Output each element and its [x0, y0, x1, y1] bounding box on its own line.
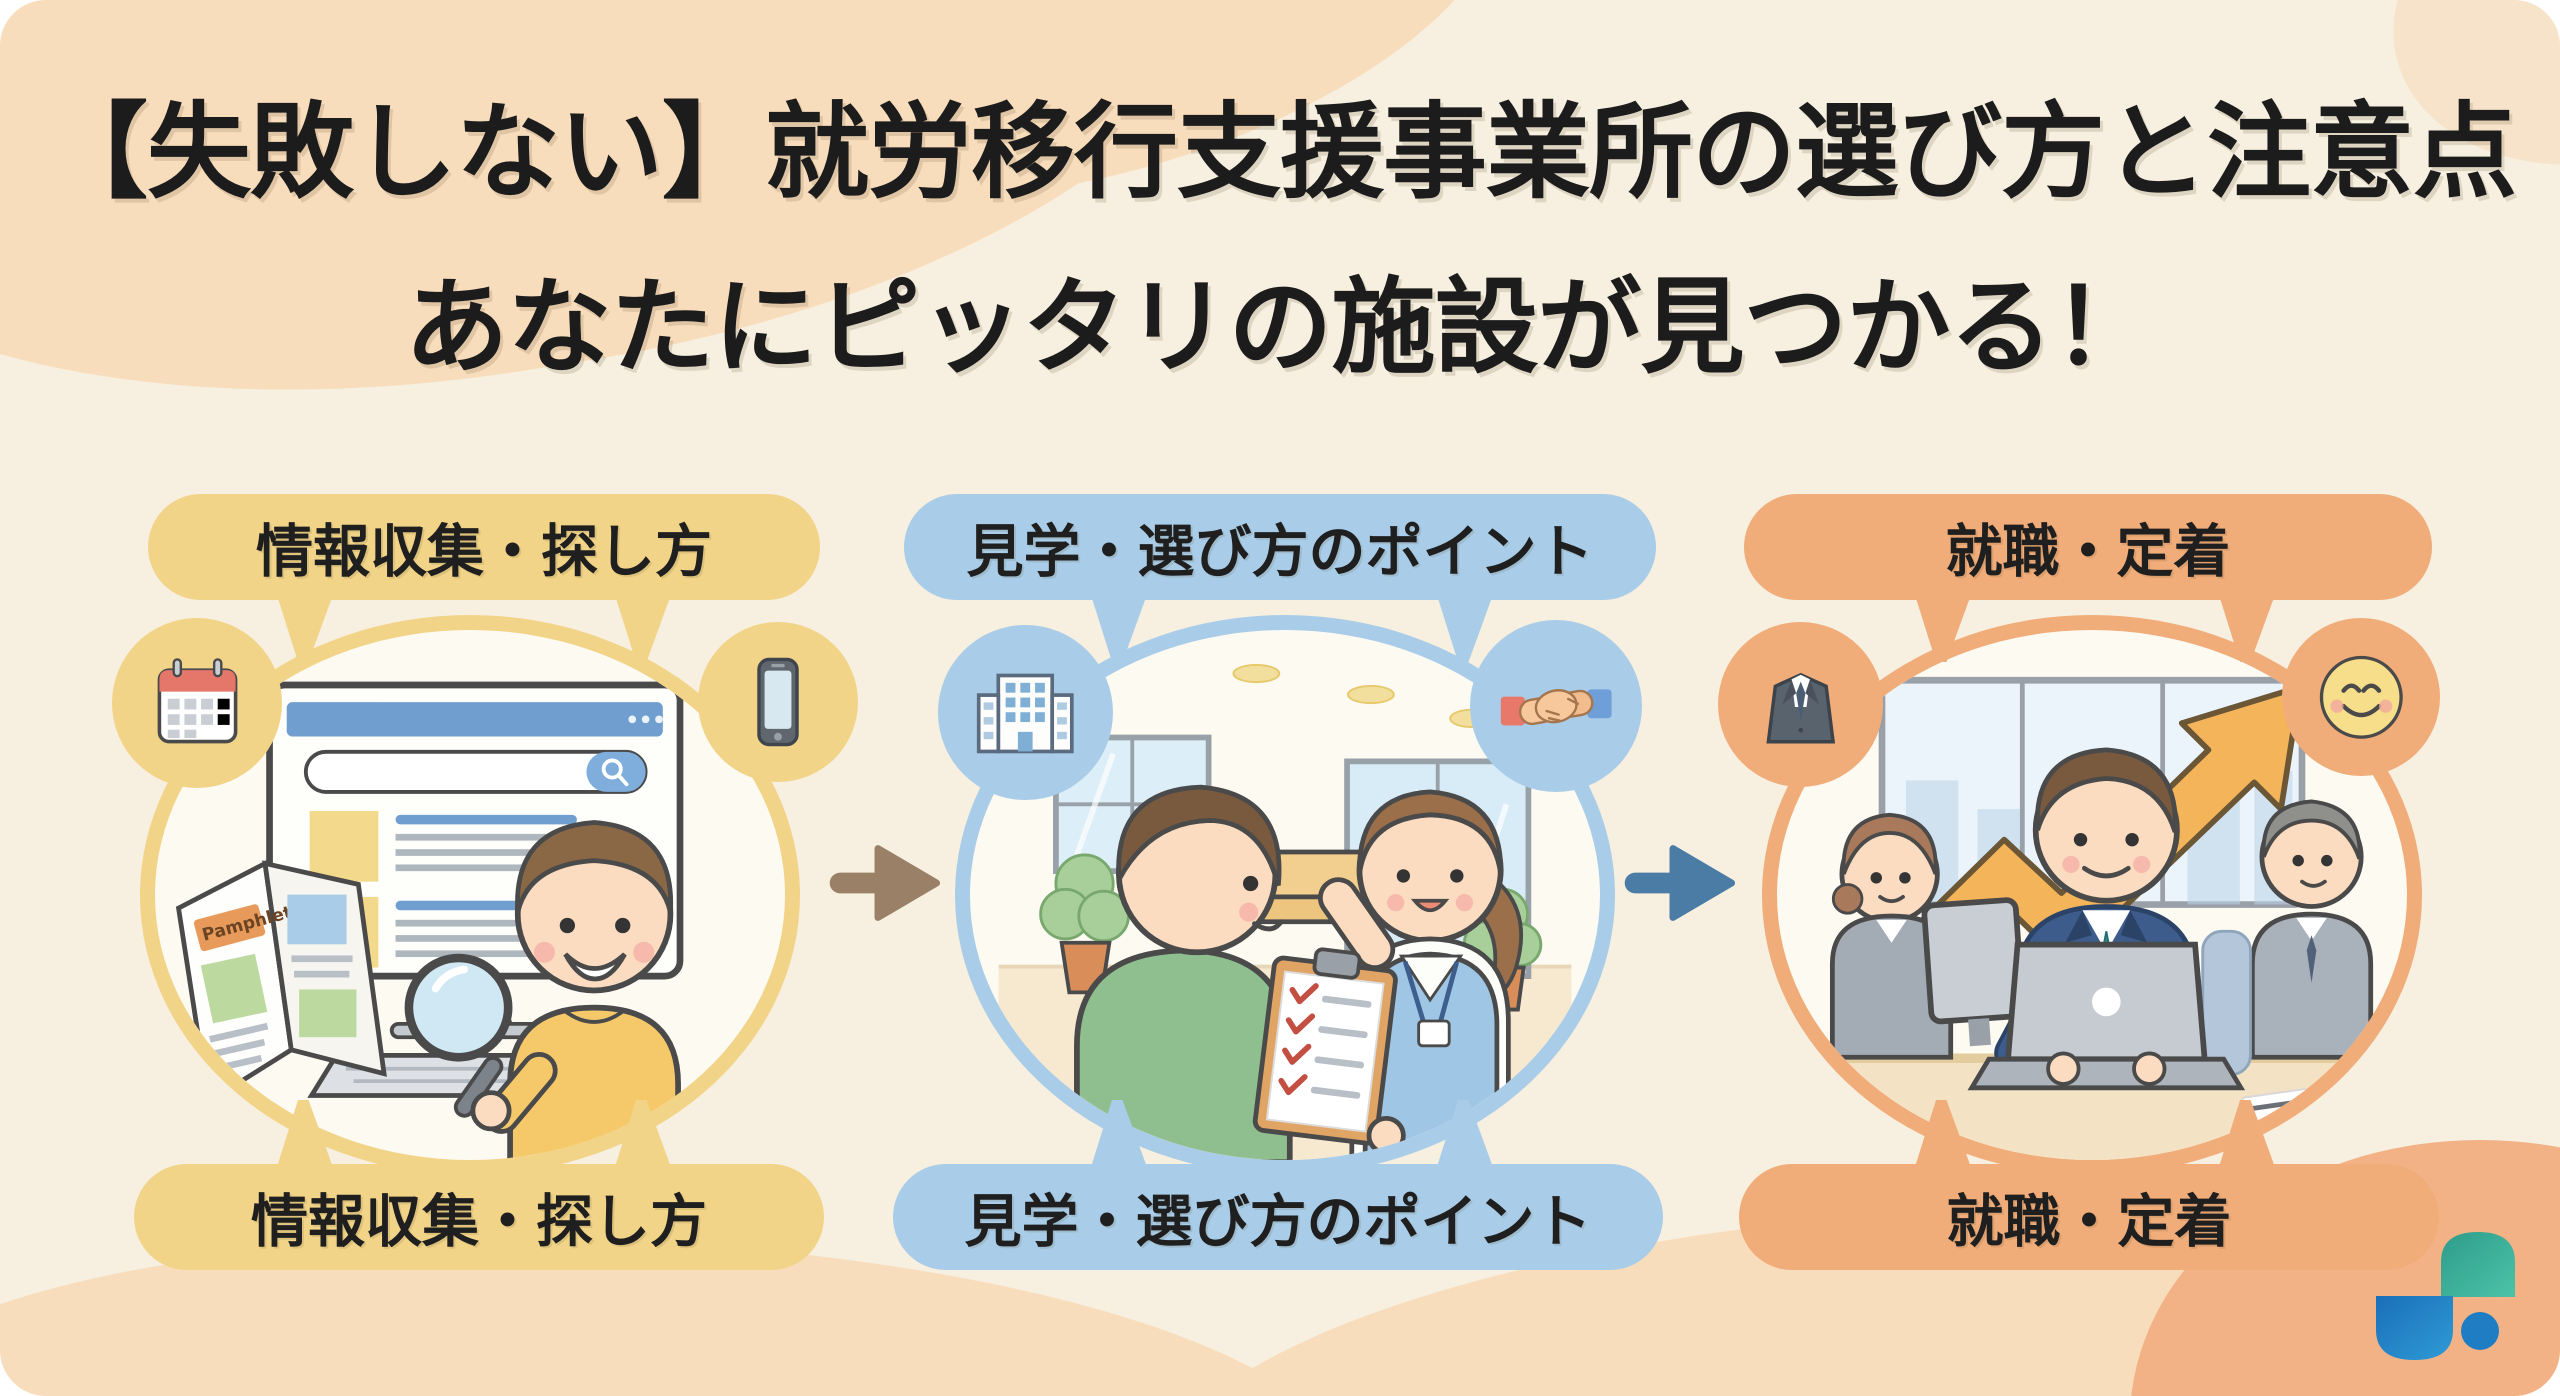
smiley-icon [2319, 655, 2403, 739]
step1-bottom-label: 情報収集・探し方 [134, 1164, 824, 1270]
tour-scene-illustration [998, 664, 1572, 1160]
satellite-circle [112, 618, 282, 788]
satellite-circle [1718, 622, 1883, 787]
step3-bottom-label: 就職・定着 [1739, 1164, 2439, 1270]
arrow-right-2 [1624, 845, 1735, 921]
handshake-icon [1500, 688, 1612, 726]
satellite-circle [938, 625, 1113, 800]
building-icon [977, 673, 1074, 754]
page-title: 【失敗しない】就労移行支援事業所の選び方と注意点 [43, 91, 2517, 213]
step2-top-label: 見学・選び方のポイント [904, 494, 1656, 600]
step3-top-label: 就職・定着 [1744, 494, 2432, 600]
satellite-circle [2282, 618, 2440, 776]
smartphone-icon [757, 657, 799, 747]
arrow-right-1 [829, 845, 940, 921]
employment-scene-illustration [1796, 676, 2388, 1160]
satellite-circle [698, 622, 858, 782]
step1-top-label: 情報収集・探し方 [148, 494, 820, 600]
brand-logo [2376, 1232, 2515, 1360]
page-subtitle: あなたにピッタリの施設が見つかる！ [404, 266, 2156, 388]
step2-bottom-label: 見学・選び方のポイント [893, 1164, 1663, 1270]
suit-icon [1766, 672, 1835, 744]
calendar-icon [157, 657, 237, 743]
research-scene-illustration: Pamphlet [175, 681, 684, 1160]
satellite-circle [1470, 620, 1642, 792]
